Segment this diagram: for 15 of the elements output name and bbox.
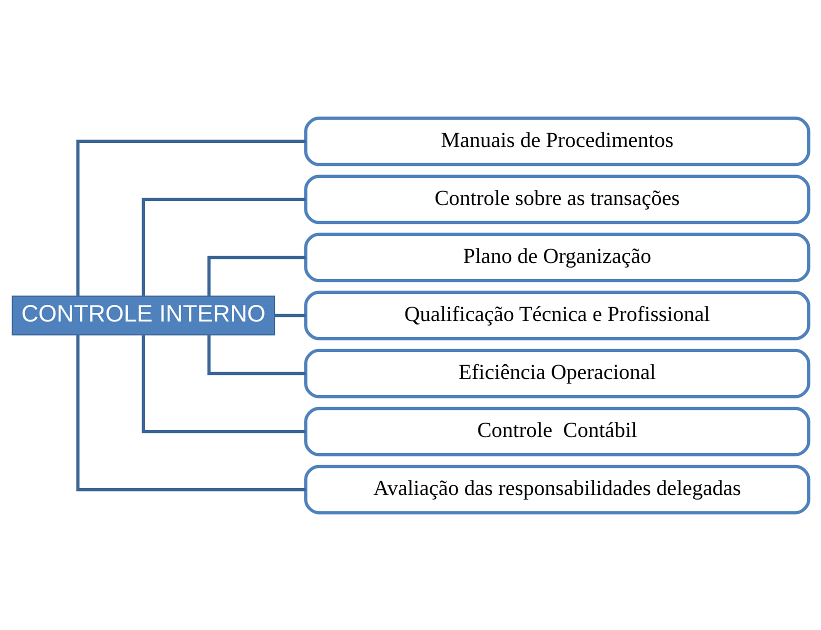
node-box: Controle sobre as transações	[304, 174, 810, 224]
node-box: CONTROLE INTERNO	[12, 295, 276, 335]
node-box: Qualificação Técnica e Profissional	[304, 290, 810, 340]
node-box: Manuais de Procedimentos	[304, 116, 810, 166]
connector	[76, 334, 306, 491]
node-box: Eficiência Operacional	[304, 348, 810, 398]
node-box: Controle Contábil	[304, 406, 810, 456]
node-box: Plano de Organização	[304, 232, 810, 282]
node-box: Avaliação das responsabilidades delegadas	[304, 464, 810, 514]
connector	[76, 139, 306, 296]
connector	[207, 334, 306, 375]
connector	[274, 313, 306, 317]
connector	[142, 334, 306, 433]
connector	[142, 197, 306, 296]
connector	[207, 255, 306, 296]
